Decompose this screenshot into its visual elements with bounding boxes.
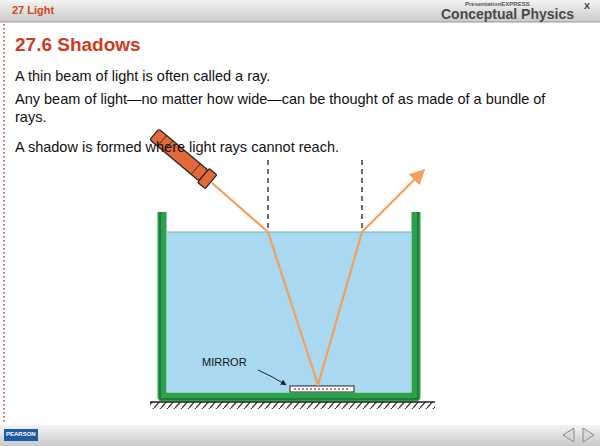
mirror [290, 386, 354, 392]
close-mark: X [584, 1, 596, 12]
bottom-bar [0, 425, 600, 446]
book-title: Conceptual Physics [441, 6, 581, 24]
slide-title: 27.6 Shadows [15, 33, 415, 57]
next-arrow [583, 428, 594, 442]
publisher-logo [4, 429, 38, 441]
water-surface [167, 232, 411, 233]
mirror-silver [294, 389, 350, 390]
flashlight [149, 127, 217, 188]
tank-outline [160, 212, 418, 399]
leader-line [258, 370, 286, 385]
prev-arrow [563, 428, 574, 442]
tank [162, 212, 416, 397]
water [167, 232, 411, 392]
ground [150, 402, 435, 409]
body-text: A thin beam of light is often called a r… [15, 67, 580, 85]
part-label: MIRROR [202, 356, 262, 370]
body-text: Any beam of light—no matter how wide—can… [15, 90, 570, 126]
side-border [3, 24, 5, 424]
body-text: A shadow is formed where light rays cann… [15, 138, 580, 156]
chapter-label: 27 Light [12, 4, 212, 18]
light-ray [212, 170, 424, 385]
publisher-name: PEARSON [6, 431, 38, 439]
ground-line [150, 401, 435, 403]
